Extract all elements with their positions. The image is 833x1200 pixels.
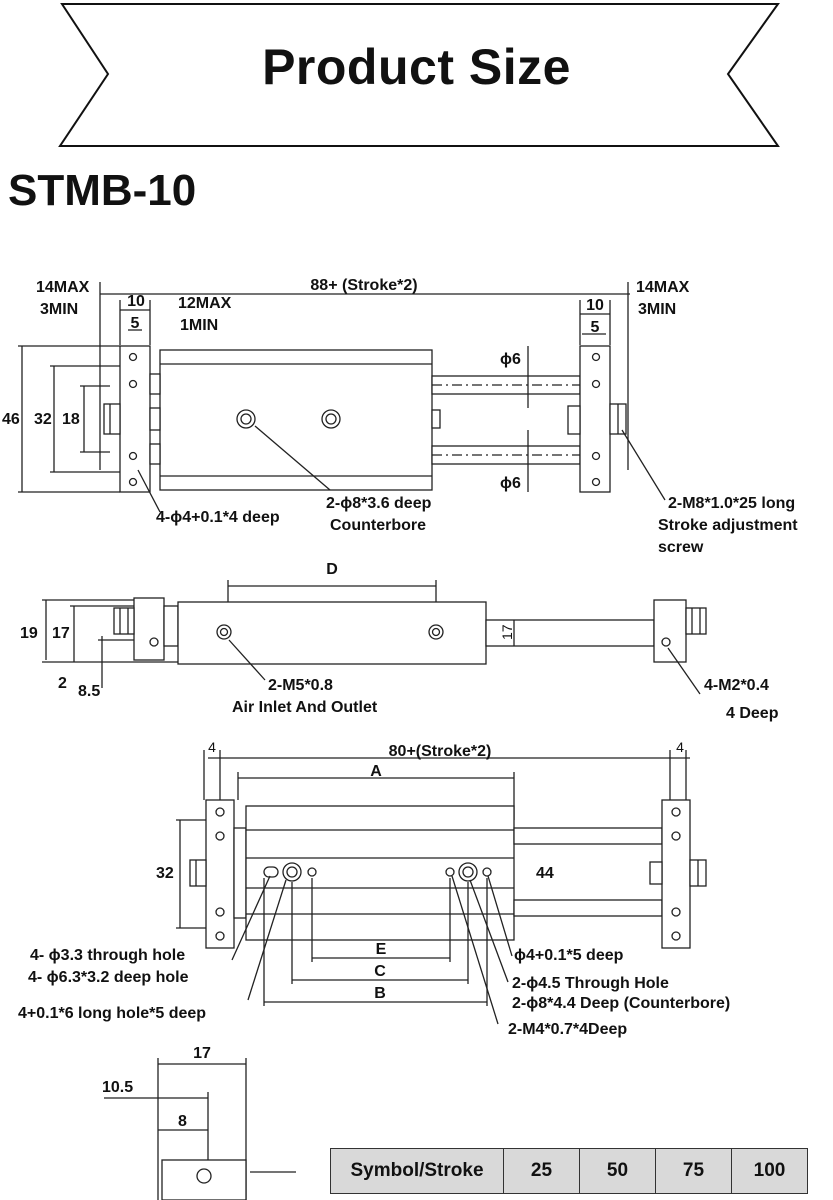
top-left-min: 3MIN [40,301,78,318]
side-rod-h17: 17 [499,624,515,640]
bottom-counterbore-88: 2-ϕ8*4.4 Deep (Counterbore) [512,995,730,1012]
side-port-1: 2-M5*0.8 [268,677,333,694]
bottom-left-4: 4 [208,739,216,755]
bottom-pin-hole: ϕ4+0.1*5 deep [514,947,624,964]
bottom-dim-e: E [376,941,387,958]
top-left-max: 14MAX [36,279,90,296]
bottom-right-4: 4 [676,739,684,755]
top-right-max: 14MAX [636,279,690,296]
side-m2-2: 4 Deep [726,705,779,722]
top-h46: 46 [2,411,20,428]
banner-title: Product Size [262,39,571,95]
side-dim-d: D [326,561,338,578]
bottom-through-hole-45: 2-ϕ4.5 Through Hole [512,975,669,992]
bottom-h32: 32 [156,865,174,882]
bottom-dim-a: A [370,763,382,780]
top-right-min: 3MIN [638,301,676,318]
side-m2-1: 4-M2*0.4 [704,677,769,694]
table-header-cell: 75 [655,1148,732,1194]
top-mid-max: 12MAX [178,295,232,312]
top-left-10: 10 [127,293,145,310]
top-holes: 4-ϕ4+0.1*4 deep [156,509,280,526]
top-screw-1: 2-M8*1.0*25 long [668,495,795,512]
top-screw-2: Stroke adjustment [658,517,798,534]
bottom-through-hole: 4- ϕ3.3 through hole [30,947,185,964]
end-w10-5: 10.5 [102,1079,133,1096]
table-header-cell: 100 [731,1148,808,1194]
bottom-dim-b: B [374,985,386,1002]
side-port-2: Air Inlet And Outlet [232,699,378,716]
top-overall-dim: 88+ (Stroke*2) [310,277,417,294]
top-rod-dia-bottom: ϕ6 [500,475,521,492]
top-h18: 18 [62,411,80,428]
bottom-overall-dim: 80+(Stroke*2) [389,743,492,760]
top-h32: 32 [34,411,52,428]
top-counterbore-1: 2-ϕ8*3.6 deep [326,495,432,512]
side-h19: 19 [20,625,38,642]
side-h2: 2 [58,675,67,692]
bottom-thread-m4: 2-M4*0.7*4Deep [508,1021,627,1038]
bottom-deep-hole: 4- ϕ6.3*3.2 deep hole [28,969,189,986]
top-right-10: 10 [586,297,604,314]
bottom-dim-c: C [374,963,386,980]
top-right-5: 5 [591,319,600,336]
top-mid-min: 1MIN [180,317,218,334]
table-header-row: Symbol/Stroke 25 50 75 100 [330,1148,808,1194]
table-header-cell: 50 [579,1148,656,1194]
title-banner [58,3,780,147]
table-header-cell: Symbol/Stroke [330,1148,504,1194]
side-h17: 17 [52,625,70,642]
end-w17: 17 [193,1045,211,1062]
top-screw-3: screw [658,539,704,556]
side-h8-5: 8.5 [78,683,100,700]
bottom-long-hole: 4+0.1*6 long hole*5 deep [18,1005,206,1022]
top-counterbore-2: Counterbore [330,517,426,534]
end-w8: 8 [178,1113,187,1130]
spec-table: Symbol/Stroke 25 50 75 100 [330,1148,808,1194]
model-title: STMB-10 [8,166,197,215]
bottom-h44: 44 [536,865,554,882]
top-left-5: 5 [131,315,140,332]
table-header-cell: 25 [503,1148,580,1194]
top-rod-dia-top: ϕ6 [500,351,521,368]
